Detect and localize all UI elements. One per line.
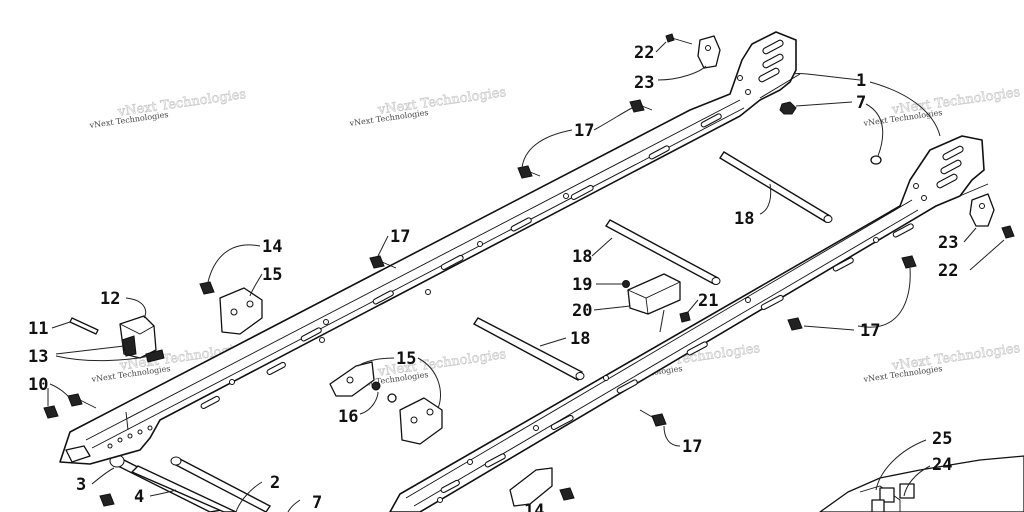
bracket-14-bottom [509, 467, 553, 507]
right-rail-slots [440, 145, 964, 494]
leader-lines [47, 41, 1005, 512]
callout-7-top: 7 [856, 93, 866, 113]
bracket-23-right [969, 193, 995, 227]
hardware-parts [43, 33, 1024, 512]
rod-end [575, 372, 585, 380]
bolt-10a [43, 405, 59, 419]
bolt-14-left [199, 281, 215, 295]
bolt-22-right [1001, 225, 1015, 239]
clip-13 [121, 335, 137, 357]
pin-11 [69, 317, 99, 335]
rod-end [823, 215, 833, 223]
bolt-7-bottom [99, 493, 115, 507]
callout-17-right: 17 [860, 321, 880, 341]
callout-23-top: 23 [634, 73, 654, 93]
callout-21: 21 [698, 291, 718, 311]
bracket-15-right [399, 397, 443, 445]
callout-17-top: 17 [574, 121, 594, 141]
bolt-22-top [665, 33, 675, 43]
assembly-block-c [871, 499, 885, 512]
callout-18-middle: 18 [572, 247, 592, 267]
callout-1: 1 [856, 71, 866, 91]
bolt-17e [787, 317, 803, 331]
front-shaft [130, 465, 237, 512]
right-rail-holes [437, 183, 927, 503]
callout-18-right: 18 [734, 209, 754, 229]
callout-labels: 1 2 3 4 7 7 10 11 12 13 14 14 15 15 16 1… [28, 43, 958, 512]
bolt-10b [67, 393, 83, 407]
rod-end [711, 277, 721, 285]
callout-11: 11 [28, 319, 48, 339]
callout-15-left: 15 [262, 265, 282, 285]
bracket-15-left [219, 287, 263, 335]
washer-16-b [387, 393, 397, 403]
callout-19: 19 [572, 275, 592, 295]
cross-rods [109, 151, 833, 512]
callout-2: 2 [270, 473, 280, 493]
callout-16: 16 [338, 407, 358, 427]
bolt-17a [629, 99, 645, 113]
callout-14-top: 14 [262, 237, 282, 257]
callout-22-right: 22 [938, 261, 958, 281]
left-rail-front-tab [65, 445, 91, 463]
spring-13 [145, 349, 165, 363]
bolt-17c [369, 255, 385, 269]
bolt-21 [679, 311, 691, 323]
front-rod-upper [172, 457, 272, 512]
assembly-24-25 [819, 455, 1024, 512]
washer-7-right [870, 155, 882, 165]
right-rail [389, 135, 989, 512]
nut-19 [622, 280, 630, 288]
callout-20: 20 [572, 301, 592, 321]
callout-12: 12 [100, 289, 120, 309]
callout-24: 24 [932, 455, 952, 475]
callout-22-top: 22 [634, 43, 654, 63]
bracket-23-top [697, 35, 721, 69]
rod-end [170, 456, 182, 466]
cross-rod-front [472, 317, 583, 381]
callout-7-bottom: 7 [312, 493, 322, 512]
left-rail [59, 31, 801, 465]
bolt-17b [517, 165, 533, 179]
left-rail-holes [107, 75, 751, 449]
nut-16-a [371, 381, 381, 391]
callout-15-middle: 15 [396, 349, 416, 369]
bolt-17d [901, 255, 917, 269]
assembly-block-b [899, 483, 915, 499]
assembly-block-a [879, 487, 895, 503]
bolt-14-bottom [559, 487, 575, 501]
callout-25: 25 [932, 429, 952, 449]
callout-10: 10 [28, 375, 48, 395]
left-rail-slots [200, 39, 784, 410]
nut-7-top [779, 101, 797, 115]
callout-17-middle: 17 [390, 227, 410, 247]
callout-14-bottom: 14 [524, 501, 544, 512]
callout-13: 13 [28, 347, 48, 367]
callout-23-right: 23 [938, 233, 958, 253]
callout-18-lower: 18 [570, 329, 590, 349]
callout-3: 3 [76, 475, 86, 495]
callout-17-bottom: 17 [682, 437, 702, 457]
callout-4: 4 [134, 487, 144, 507]
bolt-17f [651, 413, 667, 427]
